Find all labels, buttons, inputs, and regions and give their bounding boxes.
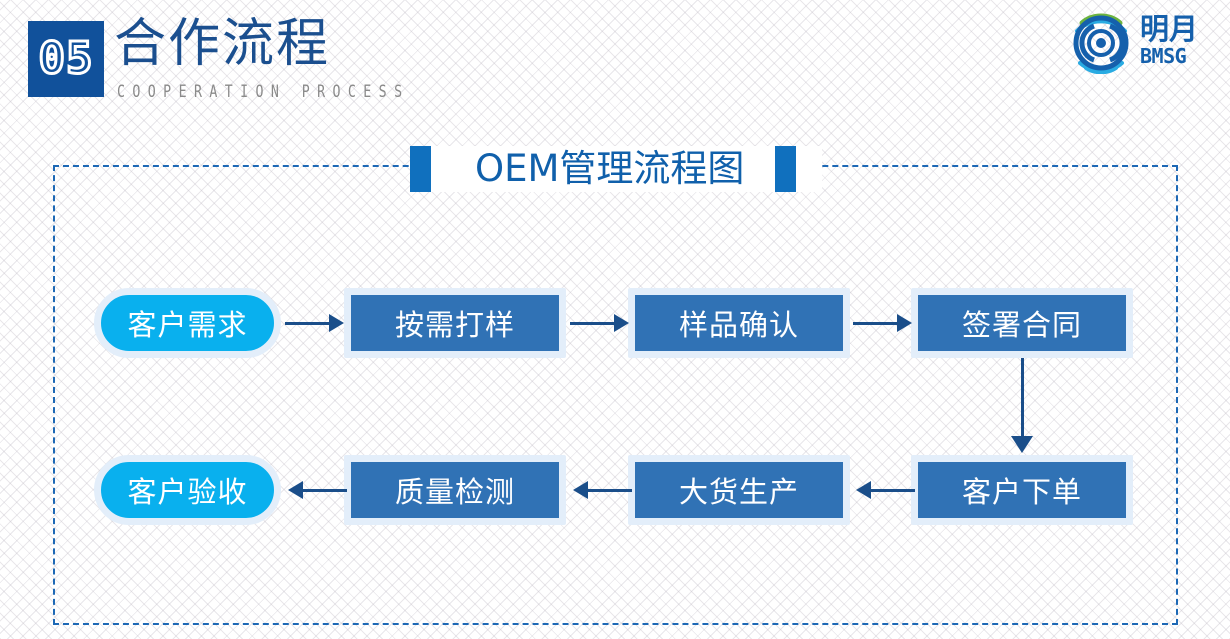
section-number-badge: 05 [28,21,104,97]
logo-name-cn: 明月 [1140,12,1199,46]
flow-node-label: 客户下单 [961,475,1082,509]
title-accent-bar-left [410,146,431,192]
flow-node-label: 质量检测 [394,475,515,509]
connector-contract-to-order [1010,358,1034,456]
diagram-title: OEM管理流程图 [431,146,776,192]
diagram-title-group: OEM管理流程图 [410,143,823,195]
flow-node-sampling-on-demand[interactable]: 按需打样 [344,288,566,358]
connector-requirement-to-sampling [285,311,347,335]
flow-node-bulk-production[interactable]: 大货生产 [628,455,850,525]
slide-header: 05 合作流程 COOPERATION PROCESS [0,0,1230,120]
title-accent-bar-right [775,146,797,192]
flow-node-label: 客户需求 [127,308,248,342]
logo-wordmark: 明月 BMSG [1140,14,1216,72]
globe-eye-logo-icon [1068,10,1134,75]
flow-node-label: 客户验收 [127,475,248,509]
page-title: 合作流程 [114,16,331,73]
connector-production-to-inspection [570,478,632,502]
connector-sampling-to-confirmation [570,311,632,335]
flow-node-customer-requirement[interactable]: 客户需求 [94,288,281,358]
page-subtitle: COOPERATION PROCESS [117,82,410,102]
flow-node-quality-inspection[interactable]: 质量检测 [344,455,566,525]
company-logo: 明月 BMSG [1060,8,1218,76]
flow-node-sign-contract[interactable]: 签署合同 [911,288,1133,358]
connector-order-to-production [853,478,915,502]
flow-node-label: 按需打样 [394,308,515,342]
section-number-text: 05 [37,33,94,84]
flow-node-customer-order[interactable]: 客户下单 [911,455,1133,525]
logo-name-en: BMSG [1140,44,1187,68]
flow-node-label: 样品确认 [678,308,799,342]
connector-inspection-to-acceptance [285,478,347,502]
flow-node-label: 大货生产 [678,475,799,509]
connector-confirmation-to-contract [853,311,915,335]
flow-node-sample-confirmation[interactable]: 样品确认 [628,288,850,358]
flow-node-customer-acceptance[interactable]: 客户验收 [94,455,281,525]
title-right-spacer [796,146,823,192]
flow-node-label: 签署合同 [961,308,1082,342]
